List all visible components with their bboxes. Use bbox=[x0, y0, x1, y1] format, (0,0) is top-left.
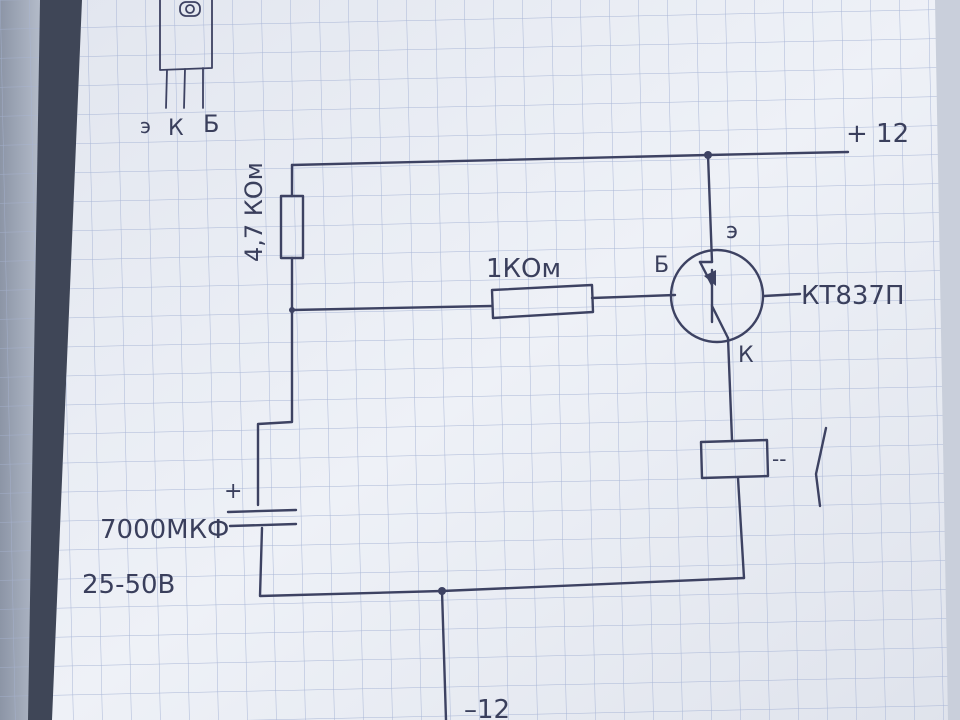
junction-bottom bbox=[438, 587, 446, 595]
transistor-base-label: Б bbox=[654, 253, 669, 278]
positive-supply-label: + 12 bbox=[846, 119, 909, 149]
transistor-emitter-label: э bbox=[726, 219, 738, 244]
junction-dots bbox=[289, 151, 712, 595]
left-page bbox=[0, 0, 85, 720]
resistor-r1-label: 4,7 КОм bbox=[240, 162, 268, 262]
transistor-model-label: КТ837П bbox=[801, 281, 905, 311]
junction-top bbox=[704, 151, 712, 159]
relay-linkage-label: -- bbox=[772, 447, 786, 471]
resistor-r2: 1КОм bbox=[486, 254, 595, 320]
resistor-r1: 4,7 КОм bbox=[240, 162, 305, 262]
transistor-collector-label: К bbox=[738, 343, 754, 368]
capacitor-symbol: + 7000МКФ 25-50В bbox=[82, 479, 298, 600]
paper-sheet bbox=[52, 0, 960, 720]
capacitor-value-label: 7000МКФ bbox=[100, 515, 229, 545]
negative-supply-label: –12 bbox=[464, 695, 510, 720]
pinout-label-b: Б bbox=[203, 110, 219, 138]
capacitor-voltage-label: 25-50В bbox=[82, 570, 175, 600]
relay-contact bbox=[814, 426, 828, 508]
junction-mid bbox=[289, 307, 295, 313]
resistor-r2-label: 1КОм bbox=[486, 254, 561, 284]
pinout-label-k: К bbox=[168, 116, 184, 141]
supply-labels: + 12 –12 bbox=[464, 119, 909, 720]
transistor-pinout-sketch: э К Б bbox=[140, 0, 219, 141]
relay-coil: -- bbox=[699, 426, 828, 508]
pinout-label-e: э bbox=[140, 114, 151, 138]
capacitor-plus-label: + bbox=[224, 479, 242, 504]
transistor-symbol: Б э К КТ837П bbox=[654, 219, 905, 368]
